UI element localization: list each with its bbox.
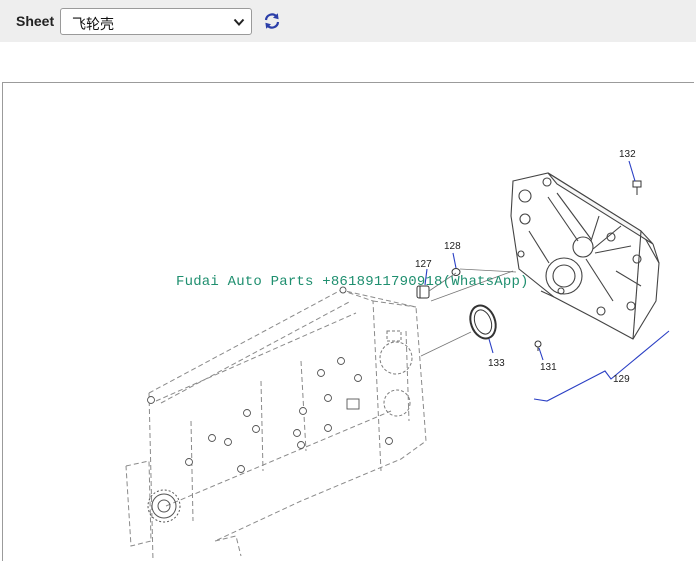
washer-128 [451, 268, 461, 276]
engine-block-outline [125, 289, 427, 561]
callout-132: 132 [619, 149, 636, 160]
callout-128: 128 [444, 241, 461, 252]
engine-block-plate [346, 398, 360, 410]
leader-lines [424, 160, 670, 402]
sheet-select-value: 飞轮壳 [72, 17, 114, 33]
callout-133: 133 [488, 358, 505, 369]
chevron-down-icon [233, 18, 245, 26]
front-gear [147, 489, 181, 523]
engine-block-openings [379, 330, 413, 417]
callout-129: 129 [613, 374, 630, 385]
sheet-label: Sheet [16, 13, 55, 29]
callout-131: 131 [540, 362, 557, 373]
plug-127 [416, 285, 430, 299]
toolbar-gap [0, 42, 696, 82]
bolt-131 [534, 340, 542, 351]
watermark-text: Fudai Auto Parts +8618911790918(WhatsApp… [176, 274, 529, 290]
flywheel-housing [510, 172, 660, 340]
sheet-select[interactable]: 飞轮壳 [60, 8, 252, 35]
assembly-lines [420, 268, 517, 357]
seal-ring-133 [469, 304, 497, 340]
engine-block-bolts [147, 286, 393, 473]
bolt-132 [632, 180, 642, 195]
exploded-parts-diagram: 127 128 132 133 131 129 [125, 149, 670, 561]
diagram-viewer[interactable]: 127 128 132 133 131 129 Fudai Auto Parts… [2, 82, 694, 561]
callout-127: 127 [415, 259, 432, 270]
refresh-icon[interactable] [262, 11, 282, 31]
toolbar: Sheet 飞轮壳 [0, 0, 696, 42]
